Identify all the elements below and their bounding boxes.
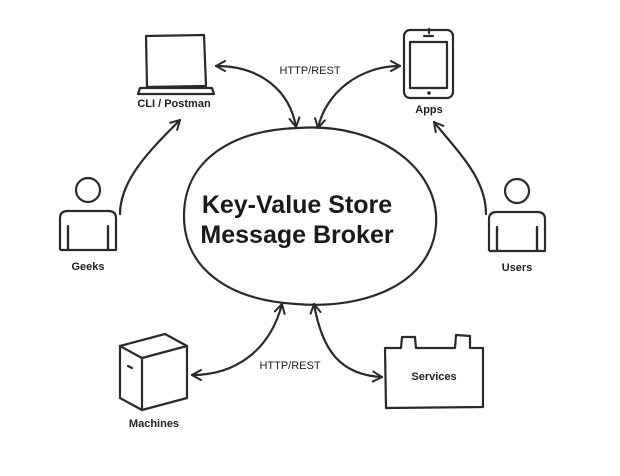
users-person-icon [487, 177, 547, 253]
services-box-icon [383, 333, 485, 410]
edge-center-to-services [309, 302, 384, 383]
cli-postman-label: CLI / Postman [137, 98, 211, 110]
laptop-icon [136, 33, 216, 96]
machines-label: Machines [129, 418, 179, 430]
central-ellipse [182, 126, 438, 306]
edge-machines-to-center [190, 302, 286, 381]
center-title-line2: Message Broker [200, 221, 393, 249]
tablet-icon [402, 27, 455, 100]
edge-users-to-tablet [432, 120, 488, 216]
machine-box-icon [118, 332, 189, 412]
top-edge-label: HTTP/REST [279, 65, 340, 77]
edge-center-to-tablet [314, 60, 402, 130]
geeks-label: Geeks [71, 261, 104, 273]
central-store-node: Key-Value Store Message Broker [182, 126, 438, 306]
edge-geeks-to-laptop [118, 118, 182, 216]
users-label: Users [502, 262, 533, 274]
center-title-line1: Key-Value Store [202, 191, 392, 219]
geeks-person-icon [58, 176, 118, 252]
services-label: Services [411, 371, 456, 383]
bottom-edge-label: HTTP/REST [259, 360, 320, 372]
edge-laptop-to-center [214, 60, 301, 129]
apps-label: Apps [415, 104, 443, 116]
